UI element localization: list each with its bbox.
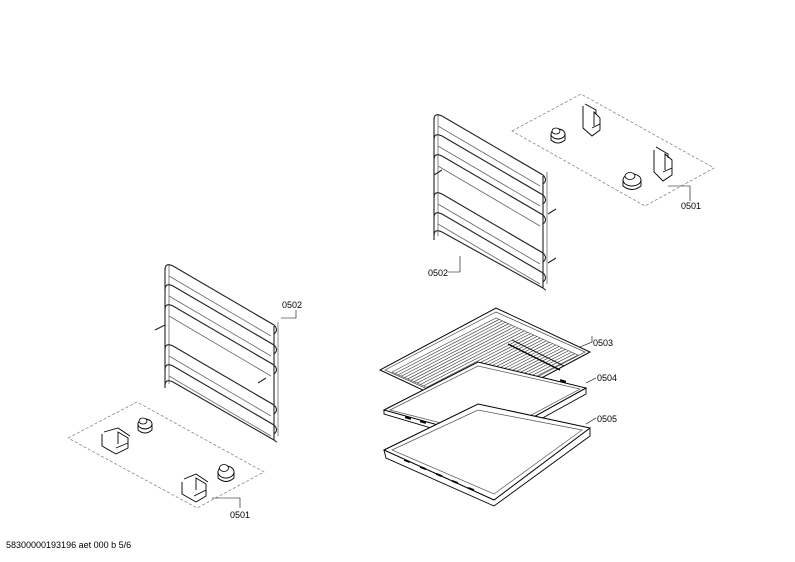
- callout-0503: 0503: [593, 338, 613, 348]
- grid-bar: [413, 327, 519, 382]
- screw-knob-icon: [622, 172, 642, 190]
- deep-tray-slots: [403, 458, 475, 492]
- callout-0505: 0505: [597, 414, 617, 424]
- hook-clip-icon: [101, 427, 131, 455]
- hook-clip-icon: [582, 103, 601, 137]
- clip-group-top-right-outline: [511, 93, 715, 207]
- clip-group-bottom-left: 0501: [67, 401, 265, 520]
- document-id-footer: 58300000193196 aet 000 b 5/6: [6, 540, 132, 550]
- grid-bar: [417, 329, 522, 384]
- grid-bar: [404, 323, 509, 378]
- screw-knob-icon: [217, 464, 235, 482]
- callout-0501-bottom: 0501: [230, 510, 250, 520]
- leader-line: [212, 497, 241, 508]
- clip-group-top-right: 0501: [511, 93, 715, 211]
- screw-knob-icon: [137, 417, 153, 434]
- grid-bar: [420, 330, 525, 385]
- callout-0504: 0504: [597, 373, 617, 383]
- grid-bar: [426, 333, 531, 388]
- grid-bar: [423, 331, 528, 387]
- deep-tray: 0505: [382, 403, 617, 507]
- clip-group-bottom-left-outline: [67, 401, 265, 509]
- leader-line: [585, 377, 597, 384]
- grid-bar: [410, 326, 516, 381]
- callout-0502-left: 0502: [282, 300, 302, 310]
- grid-bar: [401, 322, 506, 377]
- grid-bar: [407, 324, 512, 380]
- side-rack-top: 0502: [428, 114, 557, 291]
- grid-bar: [398, 320, 503, 376]
- screw-knob-icon: [550, 127, 566, 144]
- leader-line: [281, 310, 297, 319]
- side-rack-left: 0502: [154, 264, 302, 443]
- leader-line: [579, 336, 593, 348]
- leader-line: [668, 185, 691, 201]
- hook-clip-icon: [181, 473, 209, 503]
- leader-line: [448, 256, 461, 273]
- callout-0501-top: 0501: [681, 201, 701, 211]
- callout-0502-top: 0502: [428, 268, 448, 278]
- leader-line: [585, 417, 597, 425]
- grid-bar: [395, 319, 500, 374]
- hook-clip-icon: [653, 146, 673, 182]
